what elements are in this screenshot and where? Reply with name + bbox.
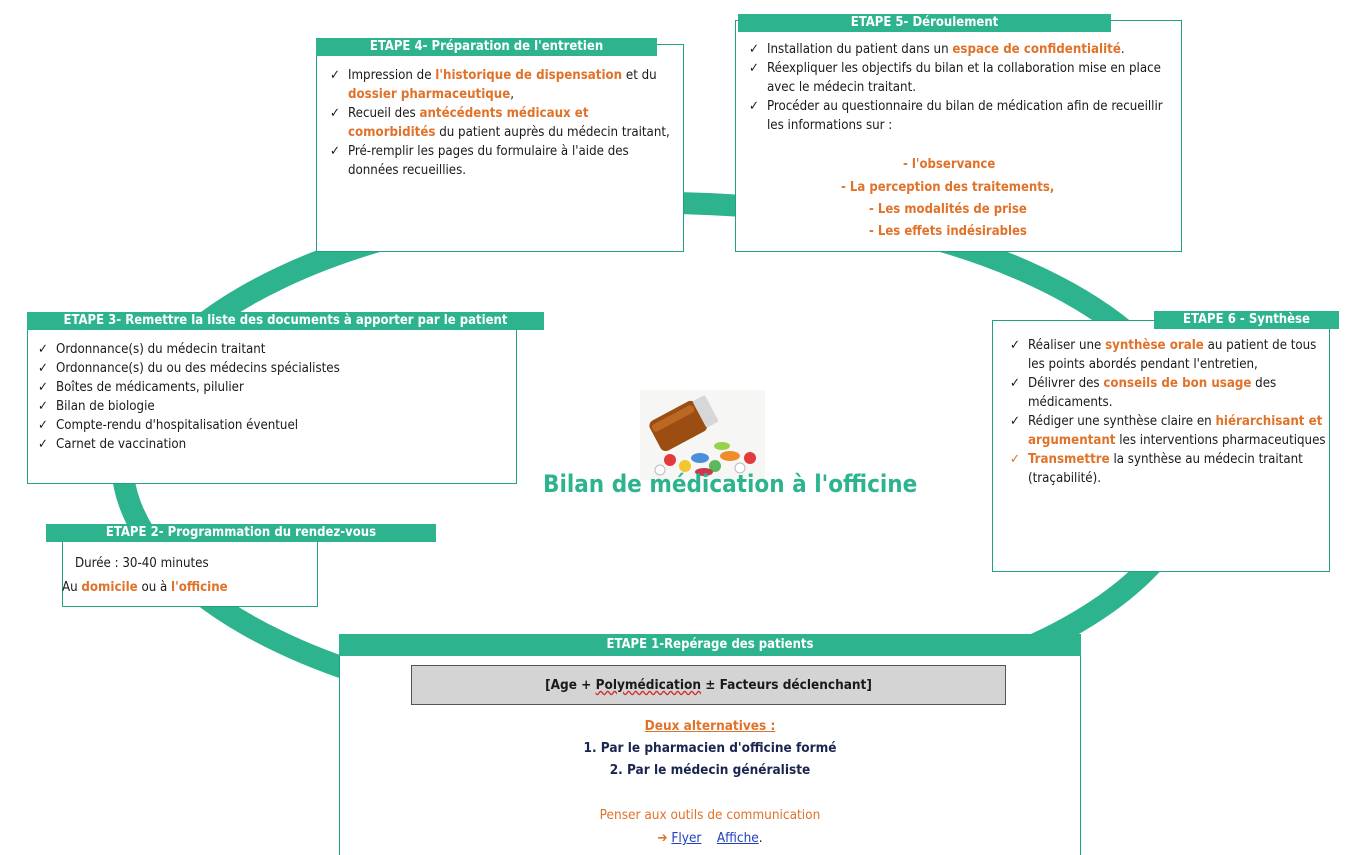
step3-item: ✓Bilan de biologie <box>38 399 155 414</box>
step4-item: ✓Recueil des antécédents médicaux et com… <box>330 106 670 140</box>
step5-subitem: - Les effets indésirables <box>869 224 1027 239</box>
step6-item: ✓Transmettre la synthèse au médecin trai… <box>1010 452 1303 486</box>
step3-list: ✓Ordonnance(s) du médecin traitant ✓Ordo… <box>36 340 516 454</box>
step4-item: ✓Impression de l'historique de dispensat… <box>330 68 657 102</box>
check-icon: ✓ <box>749 61 759 76</box>
medication-bottle-pills-image <box>640 390 765 480</box>
check-icon: ✓ <box>330 106 340 121</box>
check-icon: ✓ <box>1010 452 1020 467</box>
check-icon: ✓ <box>38 399 48 414</box>
check-icon: ✓ <box>330 68 340 83</box>
diagram-title: Bilan de médication à l'officine <box>543 470 918 498</box>
step2-header: ETAPE 2- Programmation du rendez-vous <box>46 524 436 542</box>
check-icon: ✓ <box>38 342 48 357</box>
step5-item: ✓Réexpliquer les objectifs du bilan et l… <box>749 61 1161 95</box>
step5-box <box>735 20 1182 252</box>
affiche-link[interactable]: Affiche <box>716 830 759 846</box>
check-icon: ✓ <box>38 437 48 452</box>
step1-criteria-box: [Age + Polymédication ± Facteurs déclenc… <box>411 665 1006 705</box>
check-icon: ✓ <box>330 144 340 159</box>
step3-item: ✓Compte-rendu d'hospitalisation éventuel <box>38 418 299 433</box>
step6-item: ✓Délivrer des conseils de bon usage des … <box>1010 376 1277 410</box>
step6-list: ✓Réaliser une synthèse orale au patient … <box>1008 336 1328 488</box>
step5-list: ✓Installation du patient dans un espace … <box>747 40 1177 135</box>
step4-box <box>316 44 684 252</box>
step1-alternative-2: 2. Par le médecin généraliste <box>609 762 811 778</box>
check-icon: ✓ <box>38 380 48 395</box>
step5-subitem: - Les modalités de prise <box>869 202 1027 217</box>
step3-item: ✓Ordonnance(s) du médecin traitant <box>38 342 266 357</box>
step6-item: ✓Réaliser une synthèse orale au patient … <box>1010 338 1317 372</box>
check-icon: ✓ <box>1010 338 1020 353</box>
check-icon: ✓ <box>38 418 48 433</box>
step5-subitem: - l'observance <box>903 157 996 172</box>
step2-duration: Durée : 30-40 minutes <box>75 556 209 571</box>
step3-item: ✓Carnet de vaccination <box>38 437 187 452</box>
step4-header: ETAPE 4- Préparation de l'entretien <box>316 38 657 56</box>
check-icon: ✓ <box>1010 414 1020 429</box>
step1-header: ETAPE 1-Repérage des patients <box>339 634 1081 656</box>
step5-subitem: - La perception des traitements, <box>841 180 1055 195</box>
step3-item: ✓Ordonnance(s) du ou des médecins spécia… <box>38 361 340 376</box>
check-icon: ✓ <box>749 99 759 114</box>
step1-alternatives-title: Deux alternatives : <box>644 718 776 734</box>
step5-item: ✓Installation du patient dans un espace … <box>749 42 1125 57</box>
step4-item: ✓Pré-remplir les pages du formulaire à l… <box>330 144 629 178</box>
step1-alternative-1: 1. Par le pharmacien d'officine formé <box>583 740 837 756</box>
check-icon: ✓ <box>38 361 48 376</box>
arrow-right-icon: ➔ <box>657 830 668 846</box>
step1-links-row: ➔ Flyer Affiche. <box>657 830 763 846</box>
check-icon: ✓ <box>749 42 759 57</box>
step2-box <box>62 530 318 607</box>
step4-list: ✓Impression de l'historique de dispensat… <box>328 66 678 180</box>
step2-place: Au domicile ou à l'officine <box>62 580 228 595</box>
step6-header: ETAPE 6 - Synthèse <box>1154 311 1339 329</box>
step5-item: ✓Procéder au questionnaire du bilan de m… <box>749 99 1163 133</box>
check-icon: ✓ <box>1010 376 1020 391</box>
step3-item: ✓Boîtes de médicaments, pilulier <box>38 380 244 395</box>
step5-header: ETAPE 5- Déroulement <box>738 14 1111 32</box>
step6-item: ✓Rédiger une synthèse claire en hiérarch… <box>1010 414 1326 448</box>
step1-tools-text: Penser aux outils de communication <box>599 807 821 823</box>
flyer-link[interactable]: Flyer <box>671 830 702 846</box>
step3-header: ETAPE 3- Remettre la liste des documents… <box>27 312 544 330</box>
